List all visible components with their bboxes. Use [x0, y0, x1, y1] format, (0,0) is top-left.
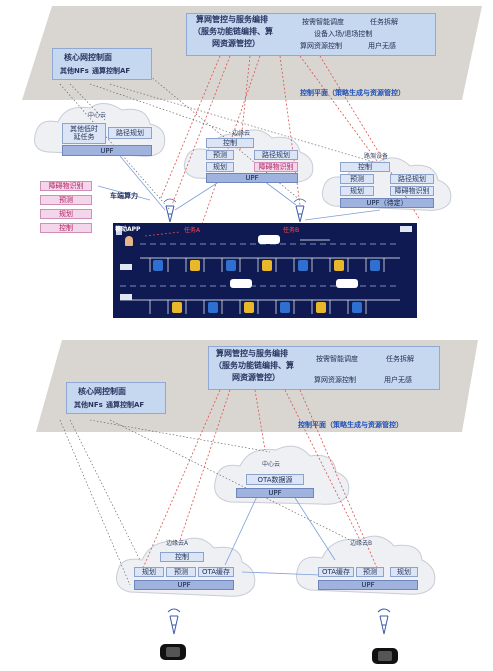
center-cloud-task-line1: 其他低时: [70, 124, 98, 133]
orchestrator-item: 按需智能调度: [316, 355, 358, 363]
core-network-top: [52, 48, 152, 80]
core-af: 通算控制AF: [92, 67, 131, 75]
edge-a-control: 控制: [160, 552, 204, 562]
road-device-cell: 规划: [340, 186, 374, 196]
vehicle-task: 预测: [40, 195, 92, 205]
vehicle-task: 障碍物识别: [40, 181, 92, 191]
orchestrator-title-line1: 算网管控与服务编排: [216, 349, 288, 358]
edge-cloud-upf: UPF: [206, 173, 298, 183]
orchestrator-title-line2: （服务功能链编排、算: [193, 27, 273, 36]
orchestrator-item: 用户无感: [384, 376, 412, 384]
edge-a-cell: 预测: [166, 567, 196, 577]
road-device-cell: 障碍物识别: [390, 186, 434, 196]
edge-cloud-cell: 路径规划: [254, 150, 298, 160]
task-a-label: 任务A: [184, 227, 201, 234]
center-cloud-task-line2: 延任务: [73, 132, 95, 141]
cloud-edge-b: [296, 535, 436, 595]
edge-b-title: 边缘云B: [350, 540, 373, 547]
core-title: 核心网控制面: [78, 387, 126, 396]
orchestrator-title-line3: 网资源管控）: [212, 39, 260, 48]
road-device-cell: 预测: [340, 174, 374, 184]
tower-icon: [167, 608, 391, 635]
orchestrator-title-line1: 算网管控与服务编排: [196, 15, 268, 24]
task-b-label: 任务B: [283, 227, 300, 234]
center-cloud-title: 中心云: [88, 112, 107, 119]
orchestrator-item: 任务拆解: [386, 355, 414, 363]
orchestrator-item: 算网资源控制: [300, 42, 342, 50]
tower-icon: [165, 205, 305, 223]
edge-a-title: 边缘云A: [166, 540, 189, 547]
road-device-upf: UPF（待定）: [340, 198, 434, 208]
person-icon: [125, 236, 133, 246]
orchestrator-item: 算网资源控制: [314, 376, 356, 384]
center-cloud-upf: UPF: [236, 488, 314, 498]
tower-signal: [163, 198, 307, 203]
camera-icon: [120, 226, 412, 300]
orchestrator-item: 用户无感: [368, 42, 396, 50]
control-plane-label-bottom: 控制平面（策略生成与资源管控）: [298, 421, 403, 429]
phone-icon: [116, 226, 122, 235]
orchestrator-item: 设备入场/退场控制: [314, 30, 373, 38]
mobile-app-label: 移动APP: [115, 226, 141, 233]
edge-b-upf: UPF: [318, 580, 418, 590]
core-af: 通算控制AF: [106, 401, 145, 409]
parked-cars: [153, 260, 380, 313]
road-device-control: 控制: [340, 162, 390, 172]
orchestrator-top: [186, 13, 436, 56]
core-title: 核心网控制面: [64, 53, 112, 62]
edge-cloud-cell: 障碍物识别: [254, 162, 298, 172]
edge-cloud-title: 边缘云: [232, 130, 251, 137]
core-network-bottom: [66, 382, 166, 414]
center-cloud-upf: UPF: [62, 145, 152, 156]
core-nfs: 其他NFs: [60, 67, 89, 75]
core-nfs: 其他NFs: [74, 401, 103, 409]
vehicle-compute-label: 车端算力: [110, 192, 138, 200]
edge-a-upf: UPF: [134, 580, 234, 590]
orchestrator-title-line2: （服务功能链编排、算: [214, 361, 294, 370]
edge-a-cell: OTA缓存: [198, 567, 234, 577]
car-icon: [160, 644, 398, 664]
center-cloud-ota: OTA数据源: [246, 474, 304, 485]
edge-cloud-cell: 预测: [206, 150, 234, 160]
vehicle-task: 规划: [40, 209, 92, 219]
car-icon: [230, 235, 358, 288]
edge-a-cell: 规划: [134, 567, 164, 577]
orchestrator-item: 按需智能调度: [302, 18, 344, 26]
edge-b-cell: 规划: [390, 567, 418, 577]
edge-cloud-cell: 规划: [206, 162, 234, 172]
center-cloud-path-box: 路径规划: [108, 127, 152, 139]
control-plane-label-top: 控制平面（策略生成与资源管控）: [300, 89, 405, 97]
edge-cloud-control: 控制: [206, 138, 254, 148]
edge-b-cell: 预测: [356, 567, 384, 577]
road-device-cell: 路径规划: [390, 174, 434, 184]
orchestrator-item: 任务拆解: [370, 18, 398, 26]
orchestrator-bottom: [208, 346, 440, 390]
center-cloud-task-box: 其他低时 延任务: [62, 123, 106, 144]
center-cloud-title: 中心云: [262, 461, 281, 468]
edge-b-cell: OTA缓存: [318, 567, 354, 577]
road-device-title: 路测设备: [364, 153, 389, 160]
vehicle-task: 控制: [40, 223, 92, 233]
orchestrator-title-line3: 网资源管控）: [232, 373, 280, 382]
